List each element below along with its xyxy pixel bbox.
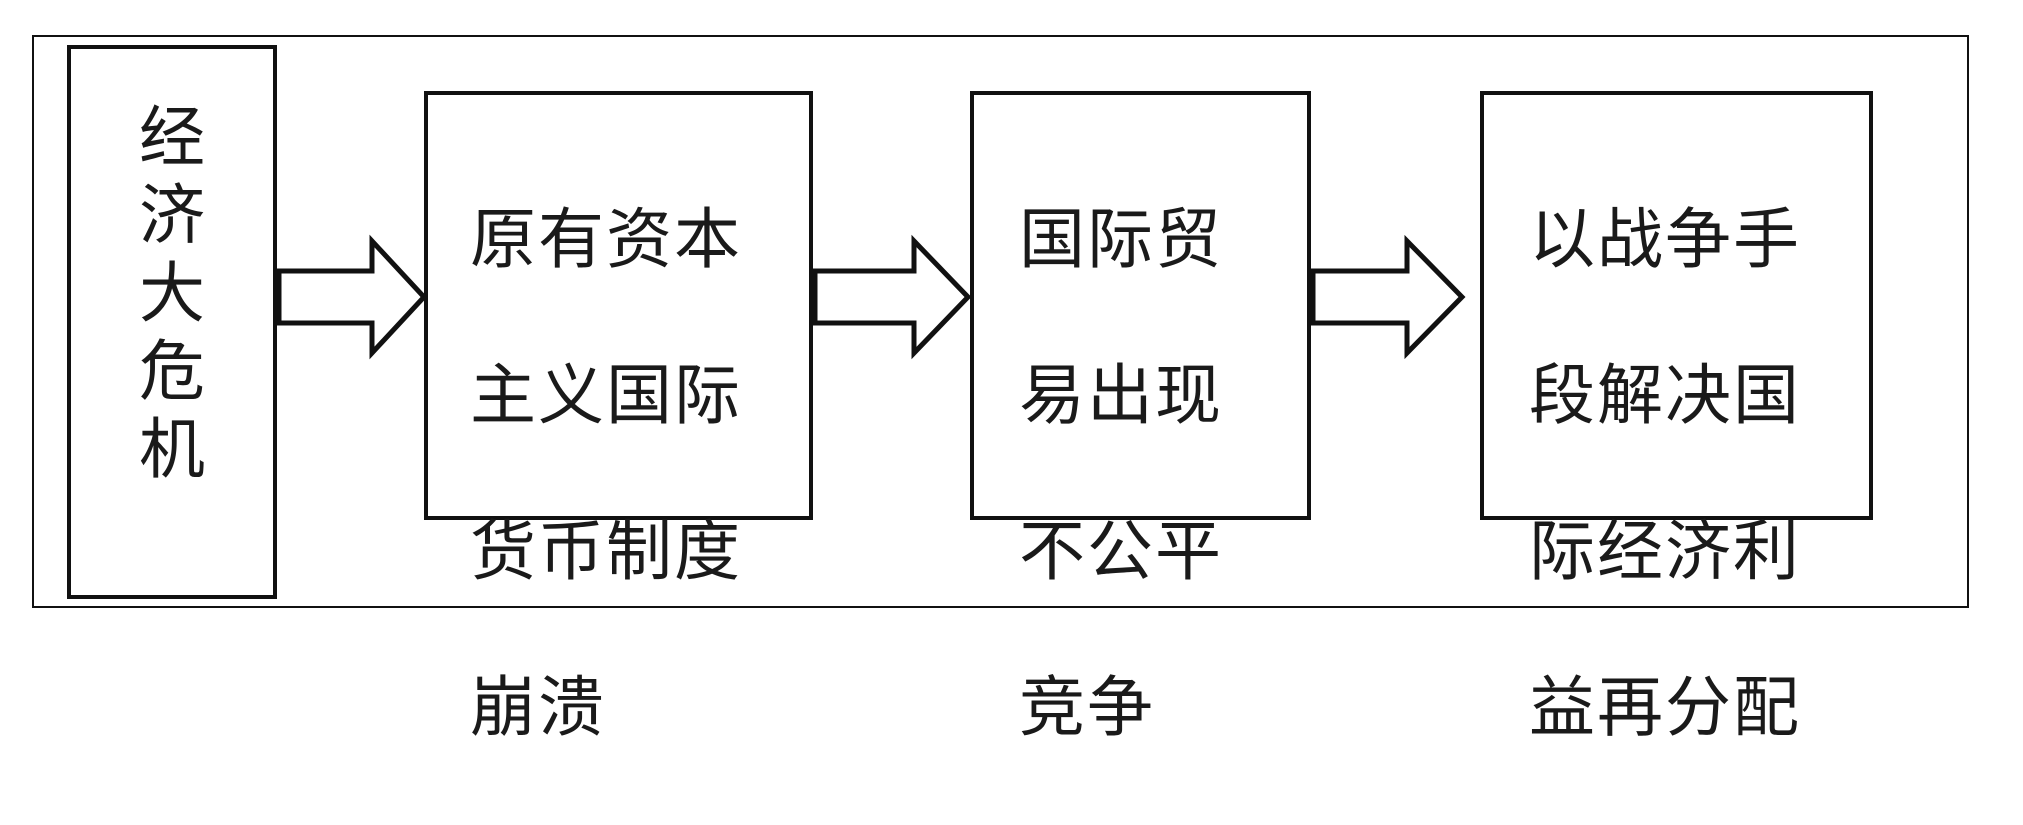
node-economic-crisis: 经济大危机: [67, 45, 277, 599]
node-label-line: 际经济利: [1529, 513, 1801, 590]
node-label: 经济大危机: [139, 99, 205, 488]
arrows-layer: [276, 234, 1466, 360]
node-label-line: 益再分配: [1529, 669, 1801, 746]
node-label-line: 易出现: [1019, 357, 1223, 434]
node-label-line: 主义国际: [470, 357, 742, 434]
diagram-frame: [32, 35, 1969, 608]
arrow-1-icon: [276, 234, 428, 360]
node-label: 原有资本 主义国际 货币制度 崩溃: [470, 123, 770, 825]
node-label-line: 原有资本: [470, 201, 742, 278]
node-label-line: 以战争手: [1529, 201, 1801, 278]
node-label-line: 竞争: [1019, 669, 1155, 746]
arrow-2-icon: [812, 234, 972, 360]
node-label-line: 不公平: [1019, 513, 1223, 590]
node-label-line: 货币制度: [470, 513, 742, 590]
node-monetary-system-collapse: 原有资本 主义国际 货币制度 崩溃: [424, 91, 813, 746]
node-label-line: 崩溃: [470, 669, 606, 746]
node-label-line: 段解决国: [1529, 357, 1801, 434]
arrow-3-icon: [1310, 234, 1466, 360]
node-label-line: 国际贸: [1019, 201, 1223, 278]
